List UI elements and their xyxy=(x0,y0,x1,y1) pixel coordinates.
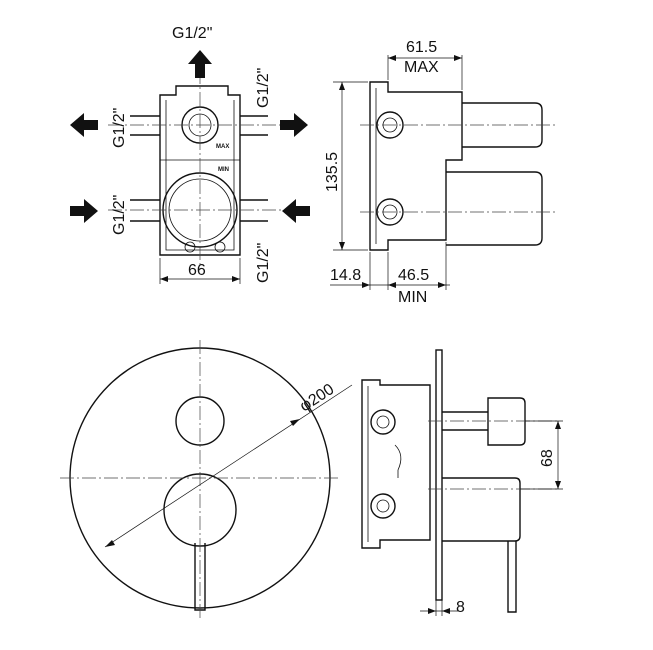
dim-label-diameter: φ200 xyxy=(297,381,337,416)
dimension-width xyxy=(159,258,241,284)
dimension-max-depth xyxy=(387,55,463,90)
dim-label-max: MAX xyxy=(404,59,439,76)
dim-label-14-8: 14.8 xyxy=(330,267,361,284)
arrow-left-icon xyxy=(70,113,98,137)
wall-plate-front-view xyxy=(60,340,353,620)
body-front-view: MAX MIN xyxy=(108,70,292,270)
installed-side-view xyxy=(361,349,560,613)
arrow-up-icon xyxy=(188,50,212,78)
dim-label-66: 66 xyxy=(188,262,206,279)
dim-label-68: 68 xyxy=(539,449,556,467)
body-max-mark: MAX xyxy=(216,144,229,150)
label-thread-left-lower: G1/2" xyxy=(111,195,128,235)
dimension-8 xyxy=(420,600,458,616)
label-thread-left-upper: G1/2" xyxy=(111,108,128,148)
arrow-right-icon xyxy=(280,113,308,137)
dim-label-61-5: 61.5 xyxy=(406,39,437,56)
dim-label-min: MIN xyxy=(398,289,427,306)
label-thread-upper-right: G1/2" xyxy=(255,68,272,108)
dim-label-135-5: 135.5 xyxy=(324,152,341,192)
dimension-68 xyxy=(520,420,563,490)
flow-arrows xyxy=(70,50,310,223)
body-side-view xyxy=(360,81,555,251)
label-thread-lower-right: G1/2" xyxy=(255,243,272,283)
label-thread-top: G1/2" xyxy=(172,25,212,42)
body-min-mark: MIN xyxy=(218,167,229,173)
arrow-left-icon xyxy=(282,199,310,223)
dimension-height xyxy=(333,81,368,251)
dim-label-46-5: 46.5 xyxy=(398,267,429,284)
dimension-min-depth xyxy=(330,242,450,290)
arrow-right-icon xyxy=(70,199,98,223)
dim-label-8: 8 xyxy=(456,599,465,616)
